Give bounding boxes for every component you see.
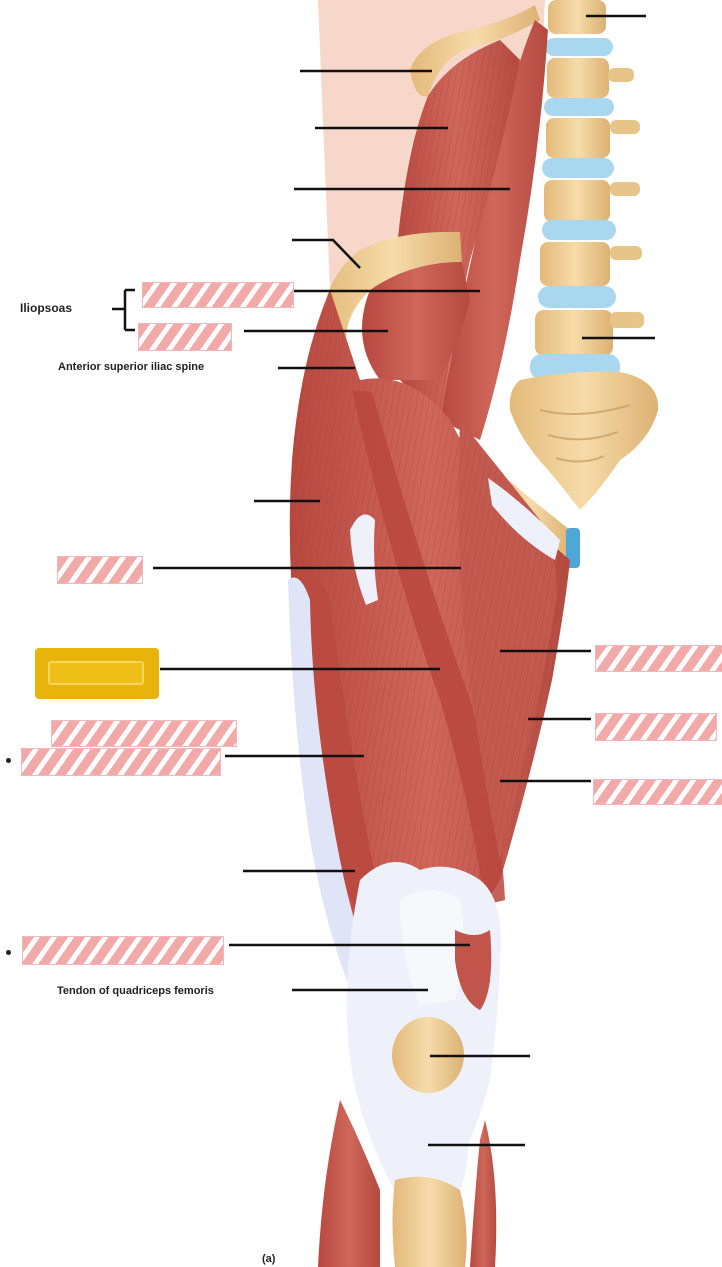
hidden-label-vastus-medialis[interactable] <box>22 936 224 965</box>
iliotibial-tract <box>288 577 390 1010</box>
patella <box>392 1017 464 1093</box>
lower-leg <box>318 1100 380 1267</box>
leader-lines <box>112 14 655 1147</box>
sacrum <box>509 371 659 510</box>
label-anterior-superior-iliac-spine: Anterior superior iliac spine <box>58 361 205 373</box>
patellar-ligament <box>392 1176 467 1267</box>
hidden-label-adductor-magnus[interactable] <box>593 779 722 805</box>
hidden-label-rectus-femoris-1[interactable] <box>51 720 237 747</box>
label-panel-a: (a) <box>262 1253 276 1265</box>
label-tendon-quadriceps-femoris: Tendon of quadriceps femoris <box>57 985 214 997</box>
psoas-major-muscle <box>440 20 548 440</box>
hidden-label-gracilis[interactable] <box>595 713 717 741</box>
sartorius-muscle <box>352 390 505 905</box>
lumbar-spine <box>530 0 644 380</box>
ilium <box>322 231 462 392</box>
hidden-label-pectineus-left[interactable] <box>57 556 143 584</box>
hidden-label-adductor-longus[interactable] <box>595 645 722 672</box>
label-iliopsoas: Iliopsoas <box>20 301 73 315</box>
highlight-answer-box-inner <box>48 661 144 685</box>
bullet-marker <box>6 950 11 955</box>
iliac-crest <box>410 5 540 97</box>
bullet-marker <box>6 758 11 763</box>
highlight-answer-box[interactable] <box>35 648 159 699</box>
hidden-label-psoas-major[interactable] <box>138 323 232 351</box>
hidden-label-iliacus[interactable] <box>142 282 294 308</box>
hidden-label-rectus-femoris-2[interactable] <box>21 748 221 776</box>
